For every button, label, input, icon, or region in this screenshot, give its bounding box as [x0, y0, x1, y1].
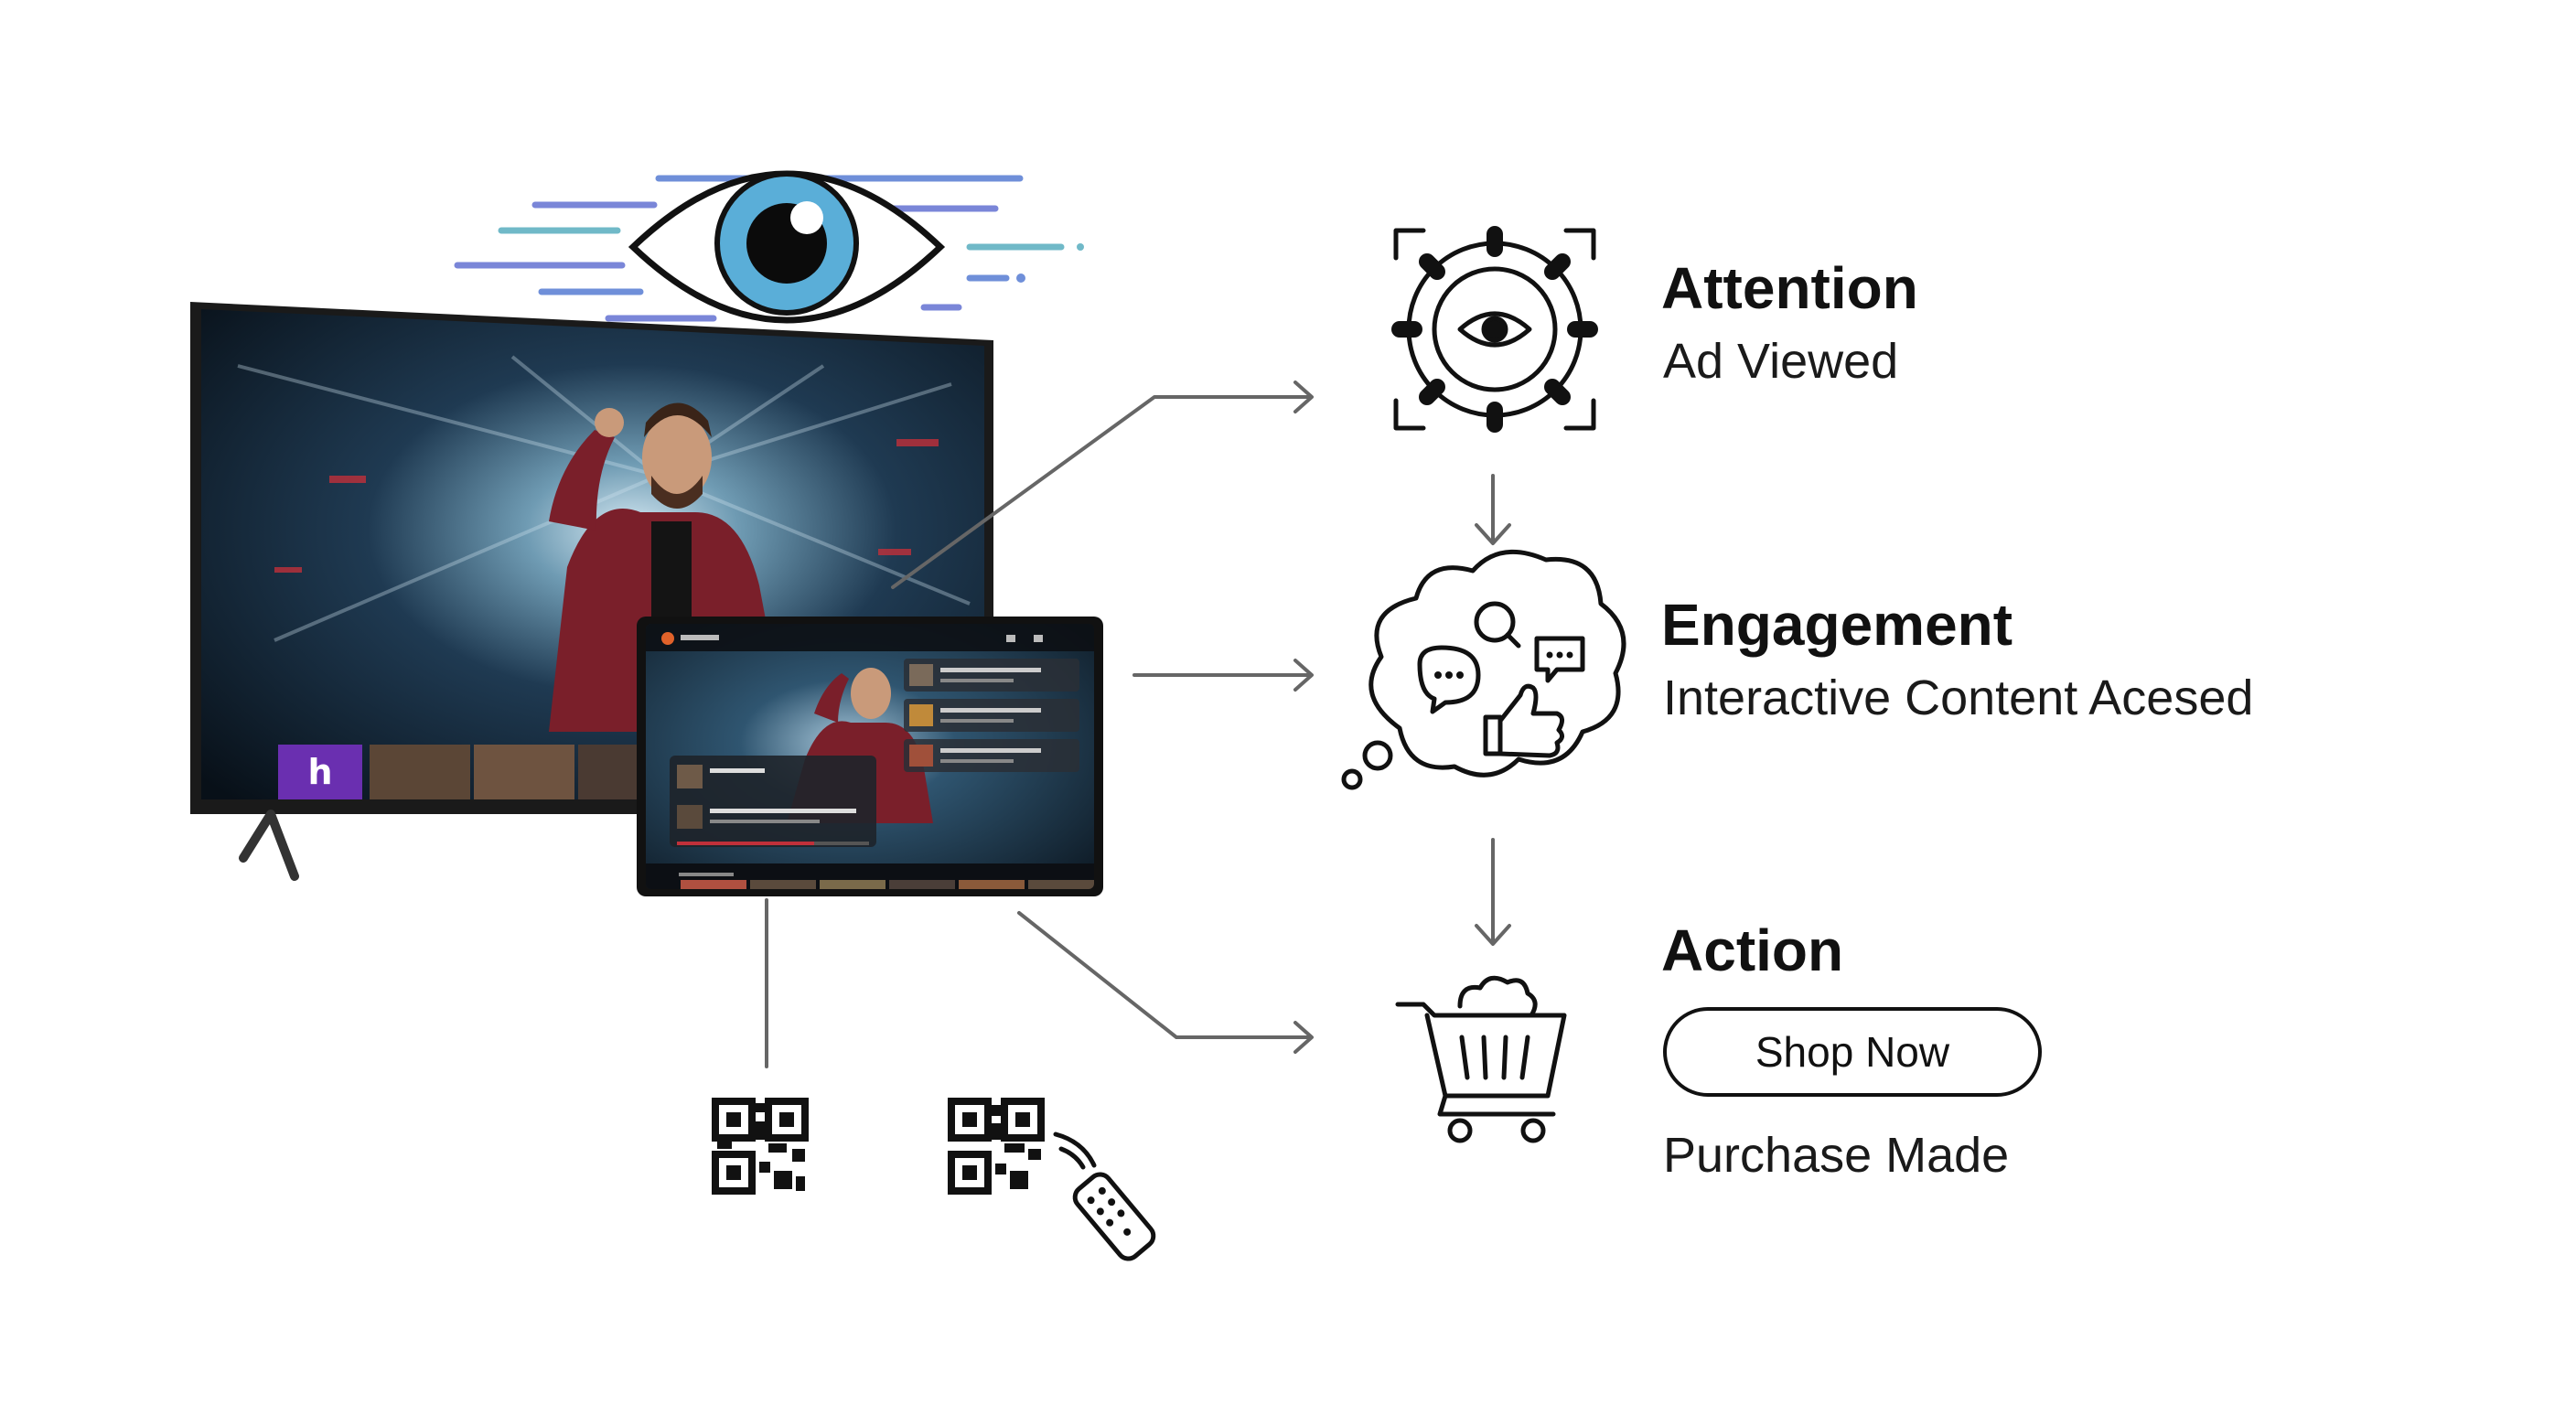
chat-bubble-small-icon	[1537, 638, 1583, 681]
action-title: Action	[1661, 917, 1843, 984]
attention-subtitle: Ad Viewed	[1663, 333, 1898, 390]
gear-eye-icon	[1396, 231, 1594, 428]
remote-control-icon	[1056, 1134, 1158, 1263]
qr-code-icon	[715, 1101, 805, 1191]
tablet-overlay	[637, 617, 1103, 896]
shop-now-button[interactable]: Shop Now	[1663, 1007, 2042, 1097]
thumbs-up-icon	[1486, 686, 1562, 756]
tablet-side-cards	[904, 659, 1079, 772]
eye-icon	[633, 174, 940, 320]
svg-text:h: h	[307, 752, 332, 792]
chat-bubble-icon	[1420, 648, 1478, 712]
tablet-left-panel	[670, 756, 876, 847]
engagement-title: Engagement	[1661, 591, 2012, 659]
action-subtitle: Purchase Made	[1663, 1127, 2009, 1184]
thought-bubble-chat-like-icon	[1344, 552, 1624, 788]
connector-to-action	[1019, 913, 1310, 1037]
engagement-subtitle: Interactive Content Acesed	[1663, 670, 2253, 726]
attention-title: Attention	[1661, 254, 1918, 322]
qr-code-remote-icon	[951, 1101, 1158, 1263]
shopping-cart-icon	[1398, 978, 1564, 1141]
